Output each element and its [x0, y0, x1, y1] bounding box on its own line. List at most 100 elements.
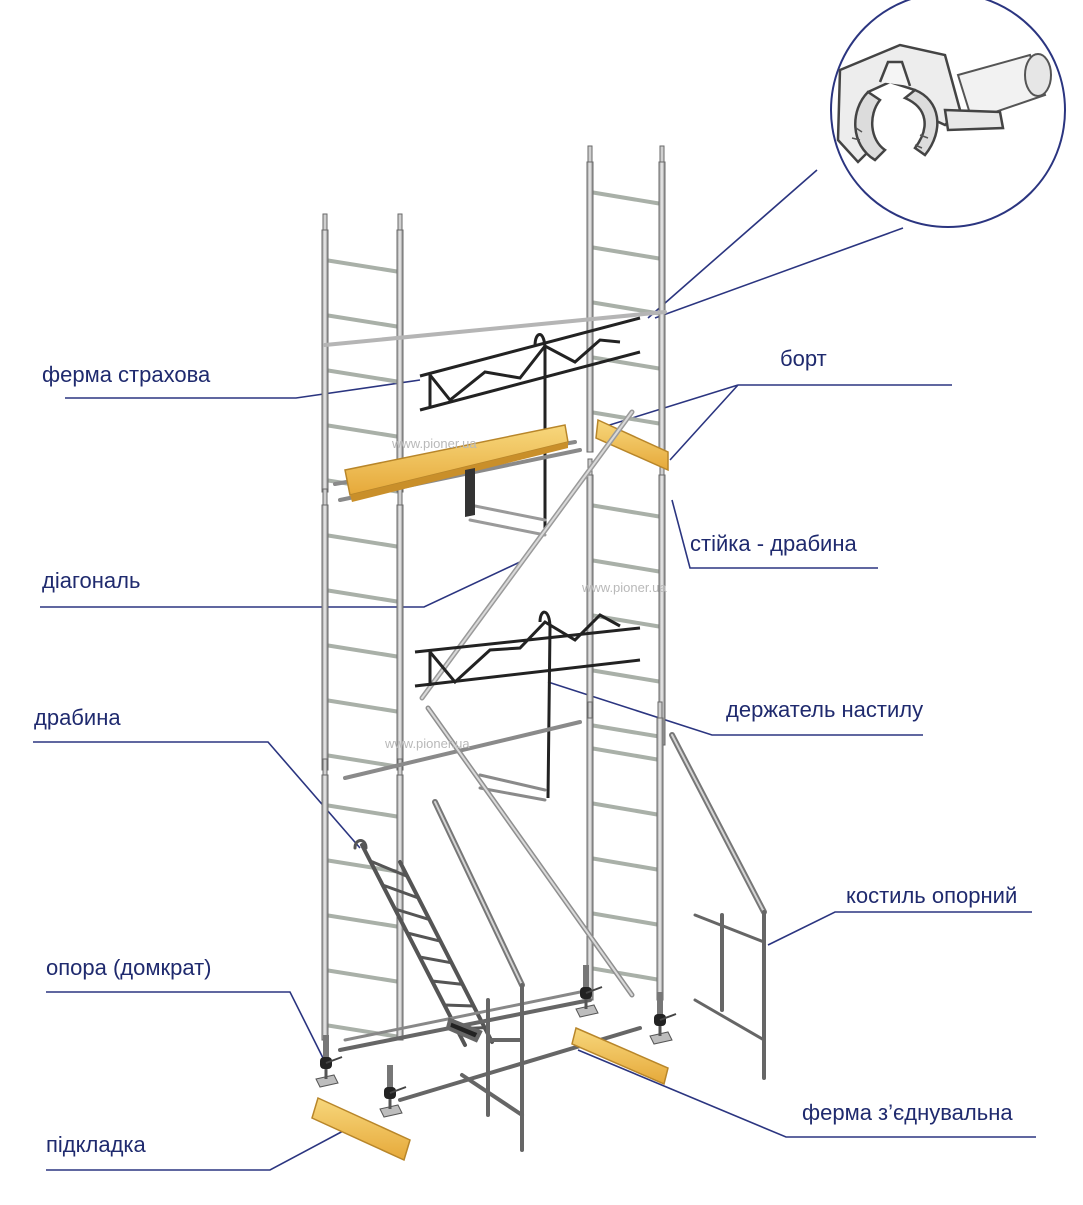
frame-rung — [324, 533, 401, 549]
frame-post — [396, 504, 404, 771]
frame-post — [321, 504, 329, 771]
frame-rung — [589, 668, 663, 684]
label-diagonal: діагональ — [42, 568, 141, 593]
ladder-rung — [368, 859, 409, 878]
frame-upper-left — [321, 213, 404, 494]
middle-safety-truss — [414, 610, 641, 799]
base-jack — [315, 1035, 343, 1088]
frame-post — [396, 774, 404, 1041]
leader-ferma-zyednuvalna — [577, 1049, 1036, 1138]
leader-opora-domkrat — [46, 991, 325, 1061]
frame-spigot — [659, 145, 665, 163]
frame-rung — [589, 190, 663, 206]
leader-derzhatel-nastylu — [547, 681, 923, 736]
frame-rung — [589, 966, 661, 982]
leader-drabyna — [33, 741, 361, 849]
base-jacks — [315, 965, 677, 1118]
frame-rung — [324, 368, 401, 384]
frame-rung — [324, 698, 401, 714]
ladder-rung — [442, 1003, 476, 1008]
watermark-2: www.pioner.ua — [581, 580, 667, 595]
jack-plate — [379, 1104, 403, 1118]
jack-handle — [585, 986, 603, 994]
frame-rung — [324, 588, 401, 604]
frame-spigot — [587, 701, 593, 719]
watermark-1: www.pioner.ua — [391, 436, 477, 451]
frame-post — [321, 774, 329, 1041]
frame-rung — [589, 911, 661, 927]
frame-rung — [589, 746, 661, 762]
frame-spigot — [322, 758, 328, 776]
frame-post — [321, 229, 329, 493]
base-connecting-truss — [338, 983, 642, 1152]
frame-rung — [589, 856, 661, 872]
leader-lines — [33, 169, 1036, 1171]
jack-screw — [583, 965, 589, 995]
middle-rails — [343, 720, 582, 802]
frame-middle-left — [321, 488, 404, 771]
frame-rung — [324, 968, 401, 984]
frame-middle-right — [586, 458, 666, 746]
frame-rung — [589, 558, 663, 574]
outrigger-left — [432, 799, 525, 988]
upper-safety-truss — [419, 316, 641, 530]
frame-spigot — [657, 701, 663, 719]
leader-diagonal — [40, 561, 521, 608]
label-pidkladka: підкладка — [46, 1132, 146, 1157]
label-bort: борт — [780, 346, 827, 371]
frame-lower-right — [586, 701, 664, 1001]
outrigger-right — [669, 732, 767, 1080]
jack-plate — [575, 1004, 599, 1018]
frame-rung — [324, 643, 401, 659]
frame-post — [656, 717, 664, 1001]
ladder-frames — [321, 145, 666, 1041]
frame-post — [396, 229, 404, 493]
jack-plate — [315, 1074, 339, 1088]
frame-spigot — [587, 145, 593, 163]
label-drabyna: драбина — [34, 705, 121, 730]
jack-handle — [325, 1056, 343, 1064]
main-diagonal — [419, 409, 635, 701]
base-jack — [575, 965, 603, 1018]
leader-detail — [647, 169, 904, 319]
frame-rung — [324, 313, 401, 329]
frame-spigot — [322, 213, 328, 231]
jack-screw — [323, 1035, 329, 1065]
label-derzhatel-nastylu: держатель настилу — [726, 697, 924, 722]
ladder-rung — [418, 955, 454, 965]
frame-rung — [324, 913, 401, 929]
ladder-rung — [430, 979, 465, 986]
watermark-3: www.pioner.ua — [384, 736, 470, 751]
frame-spigot — [397, 488, 403, 506]
frame-rung — [324, 423, 401, 439]
jack-screw — [657, 992, 663, 1022]
frame-post — [586, 717, 594, 1001]
frame-rung — [324, 858, 401, 874]
frame-post — [658, 161, 666, 453]
base-boards — [311, 1026, 669, 1162]
leader-ferma-strakhova — [65, 379, 421, 399]
frame-rung — [589, 245, 663, 261]
frame-rung — [324, 258, 401, 274]
label-stiyka-drabyna: стійка - драбина — [690, 531, 857, 556]
ladder-rung — [393, 907, 431, 922]
label-kostyl-opornyi: костиль опорний — [846, 883, 1018, 908]
ladder-rung — [405, 931, 442, 943]
frame-post — [586, 161, 594, 453]
leader-pidkladka — [46, 1129, 346, 1171]
jack-handle — [659, 1013, 677, 1021]
jack-handle — [389, 1086, 407, 1094]
base-jack — [649, 992, 677, 1045]
jack-screw — [387, 1065, 393, 1095]
frame-rung — [324, 1023, 401, 1039]
frame-lower-left — [321, 758, 404, 1041]
label-ferma-strakhova: ферма страхова — [42, 362, 211, 387]
lower-diagonal — [425, 705, 635, 998]
leader-kostyl-opornyi — [767, 911, 1032, 946]
watermarks: www.pioner.ua www.pioner.ua www.pioner.u… — [384, 436, 667, 751]
frame-spigot — [322, 488, 328, 506]
base-jack — [379, 1065, 407, 1118]
frame-upper-right — [586, 145, 666, 453]
frame-rung — [324, 753, 401, 769]
